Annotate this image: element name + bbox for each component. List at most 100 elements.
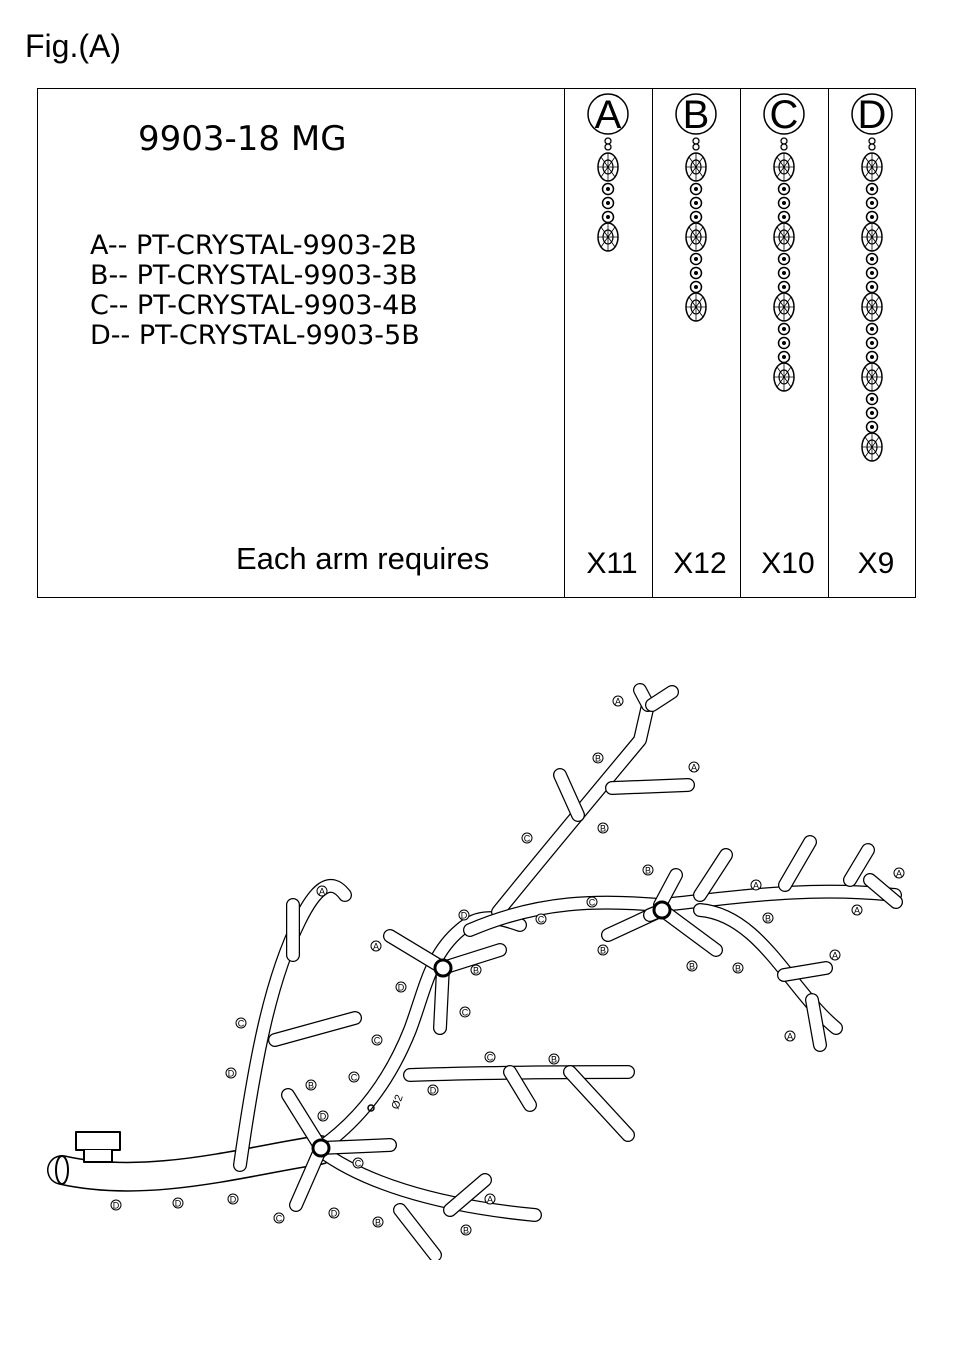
column-divider [564, 89, 565, 597]
callout-letter: A [854, 906, 860, 916]
callout-circle [460, 1224, 472, 1236]
callout-circle [642, 864, 654, 876]
callout-letter: A [691, 763, 697, 773]
crystal-center [870, 341, 874, 345]
column-letter-d: D [857, 93, 887, 137]
callout-letter: C [276, 1214, 283, 1224]
callout-letter: D [230, 1195, 237, 1205]
callout-letter: B [463, 1226, 469, 1236]
callout-circle [470, 964, 482, 976]
callout-circle [305, 1079, 317, 1091]
callout-circle [535, 913, 547, 925]
crystal-facet [862, 293, 882, 321]
callout-letter: A [832, 951, 838, 961]
callout-circle [328, 1207, 340, 1219]
crystal-strands [587, 93, 893, 462]
hook-link [692, 137, 700, 145]
crystal-strand-a [587, 93, 629, 252]
callout-circle [597, 944, 609, 956]
each-arm-label: Each arm requires [236, 541, 490, 576]
callout-circle [316, 885, 328, 897]
callout-letter: D [430, 1086, 437, 1096]
hook-link [868, 137, 876, 145]
main-trunk-fill [48, 1136, 334, 1191]
part-line-a: A-- PT-CRYSTAL-9903-2B [90, 230, 417, 261]
part-line-d: D-- PT-CRYSTAL-9903-5B [90, 320, 420, 351]
callout-letter: B [595, 754, 601, 764]
arm-tube-fill [282, 1089, 327, 1154]
callout-letter: B [645, 866, 651, 876]
callout-letter: B [735, 964, 741, 974]
letter-circle [851, 93, 893, 135]
callout-letter: C [589, 898, 596, 908]
callout-letter: C [355, 1159, 362, 1169]
arm-tube-fill [314, 1144, 541, 1221]
arm-tube-fill [492, 699, 654, 918]
arm-tube-fill [778, 962, 832, 981]
hook-link [692, 143, 700, 151]
arm-tube-fill [290, 1142, 327, 1211]
crystal-center [870, 411, 874, 415]
callout-circle [762, 912, 774, 924]
parts-list: A-- PT-CRYSTAL-9903-2B B-- PT-CRYSTAL-99… [90, 231, 420, 351]
crystal-facet [686, 153, 706, 181]
callout-letter: A [615, 697, 621, 707]
callout-letter: B [308, 1081, 314, 1091]
callout-letter: D [320, 1112, 327, 1122]
model-number: 9903-18 MG [138, 119, 347, 159]
column-divider [828, 89, 829, 597]
callout-circle [686, 960, 698, 972]
arm-tube-fill [806, 994, 826, 1051]
arm-tube-fill [564, 1066, 634, 1141]
crystal-facet [862, 223, 882, 251]
callout-circle [427, 1084, 439, 1096]
callout-letter: D [175, 1199, 182, 1209]
hub-joint [652, 900, 672, 920]
crystal-facet [862, 153, 882, 181]
canopy-neck [83, 1149, 113, 1163]
arm-tube-fill [779, 836, 816, 891]
crystal-center [870, 425, 874, 429]
crystal-facet [862, 433, 882, 461]
figure-title: Fig.(A) [25, 28, 121, 64]
callout-circle [370, 940, 382, 952]
callout-circle [372, 1216, 384, 1228]
hook-link [780, 137, 788, 145]
crystal-center [694, 257, 698, 261]
column-letter-c: C [769, 93, 799, 137]
callout-letter: B [689, 962, 695, 972]
arm-tube-fill [554, 769, 584, 821]
callout-circle [521, 832, 533, 844]
crystal-center [870, 271, 874, 275]
callout-circle [612, 695, 624, 707]
callout-circle [227, 1193, 239, 1205]
callout-circle [458, 909, 470, 921]
crystal-center [870, 397, 874, 401]
arm-tube-fill [444, 1174, 491, 1216]
arm-tube-outline [313, 1143, 542, 1222]
callout-circle [597, 822, 609, 834]
callout-circle [484, 1051, 496, 1063]
crystal-center [782, 285, 786, 289]
callout-circle [732, 962, 744, 974]
trunk-end [55, 1155, 69, 1185]
crystal-center [606, 215, 610, 219]
crystal-center [694, 215, 698, 219]
callout-letter: D [113, 1201, 120, 1211]
callout-circle [317, 1110, 329, 1122]
parts-table: 9903-18 MG A-- PT-CRYSTAL-9903-2B B-- PT… [37, 88, 916, 598]
crystal-center [870, 355, 874, 359]
callout-letter: A [487, 1195, 493, 1205]
arm-tube-fill [864, 874, 902, 908]
callout-circle [893, 867, 905, 879]
hub-joint [311, 1138, 331, 1158]
column-letter-a: A [594, 93, 622, 137]
arm-tube-fill [646, 686, 678, 711]
crystal-center [870, 201, 874, 205]
callout-circle [172, 1197, 184, 1209]
crystal-facet [774, 363, 794, 391]
crystal-center [782, 201, 786, 205]
callout-letter: B [473, 966, 479, 976]
callout-circle [459, 1006, 471, 1018]
